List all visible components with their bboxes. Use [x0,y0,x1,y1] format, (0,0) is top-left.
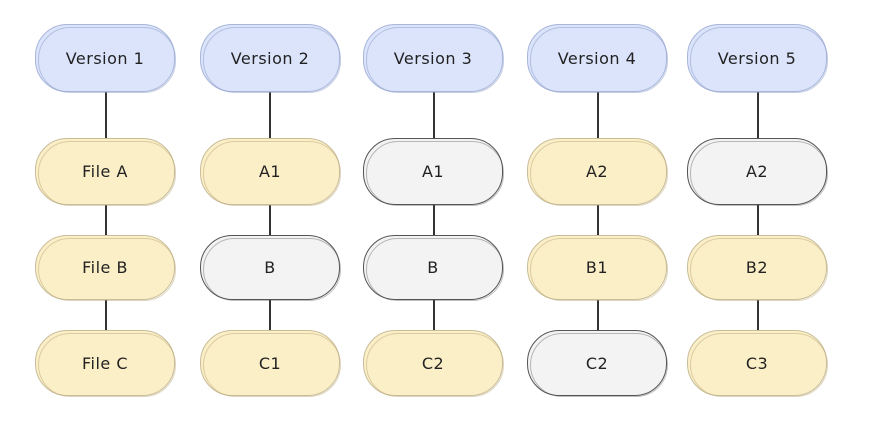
version-header: Version 5 [687,24,828,93]
file-node: A1 [363,138,504,206]
file-node: B [200,235,341,301]
file-node: C1 [200,330,341,397]
connector-line [757,205,759,235]
file-node: C2 [527,330,668,397]
connector-line [433,205,435,235]
file-node: File A [35,138,176,206]
file-node: B2 [687,235,828,301]
version-header: Version 4 [527,24,668,93]
connector-line [105,92,107,138]
connector-line [269,92,271,138]
file-node: C2 [363,330,504,397]
file-node: A2 [687,138,828,206]
file-node: B1 [527,235,668,301]
file-node: C3 [687,330,828,397]
file-node: A1 [200,138,341,206]
connector-line [597,300,599,330]
file-node: File B [35,235,176,301]
file-node: B [363,235,504,301]
connector-line [105,300,107,330]
version-header: Version 3 [363,24,504,93]
connector-line [269,300,271,330]
connector-line [433,92,435,138]
version-header: Version 2 [200,24,341,93]
file-node: File C [35,330,176,397]
file-node: A2 [527,138,668,206]
connector-line [433,300,435,330]
connector-line [597,92,599,138]
connector-line [269,205,271,235]
connector-line [105,205,107,235]
connector-line [757,300,759,330]
connector-line [757,92,759,138]
connector-line [597,205,599,235]
version-header: Version 1 [35,24,176,93]
